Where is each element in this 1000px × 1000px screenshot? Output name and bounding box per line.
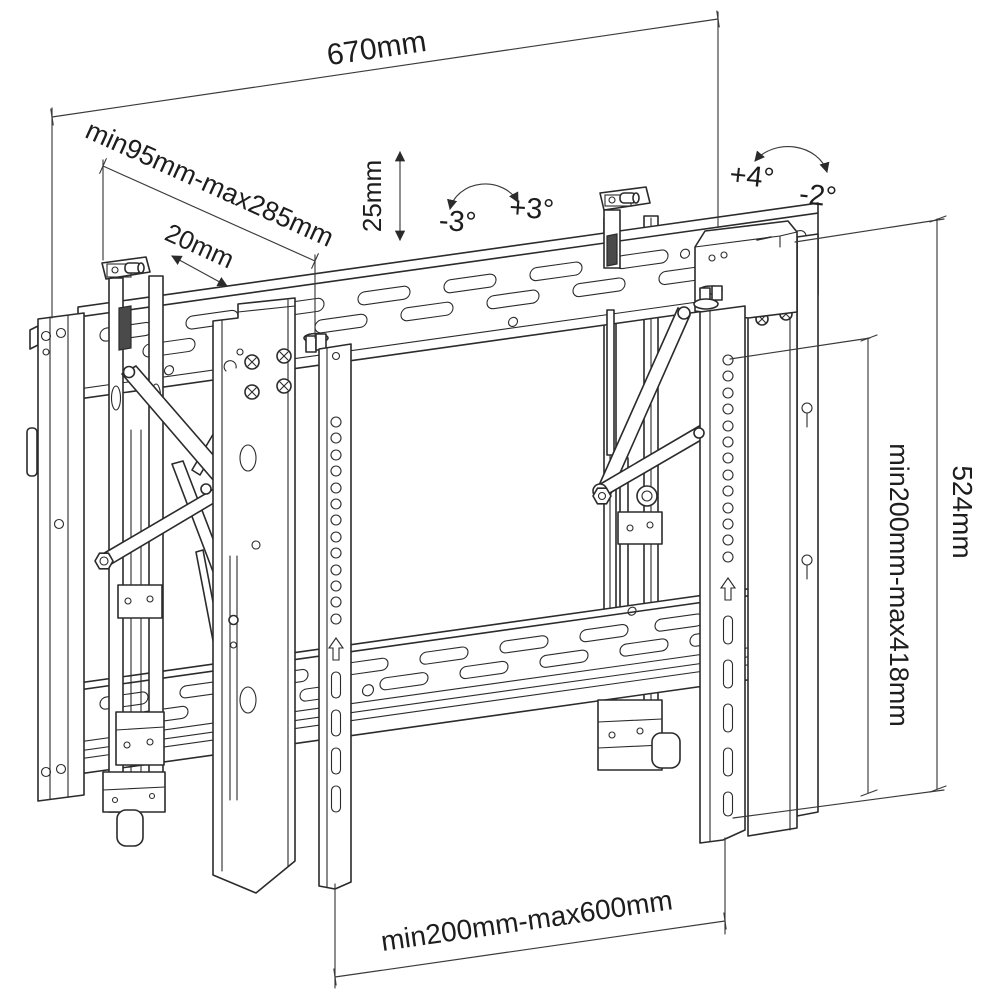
right-vesa-holes (722, 354, 734, 563)
left-hook-bracket (101, 256, 151, 280)
top-nut (303, 332, 329, 353)
right-rear-plate (747, 233, 819, 837)
up-arrow-mark (327, 637, 345, 661)
dim-label-tilt-minus: -3° (438, 205, 478, 240)
left-vesa-rail (318, 343, 352, 890)
dim-wall-plate-depth: 20mm (161, 217, 239, 287)
dim-label-25mm: 25mm (357, 160, 387, 232)
dim-label-670mm: 670mm (325, 25, 429, 72)
dim-vesa-height: min200mm-max418mm (729, 334, 914, 797)
dim-label-swing-plus: +4° (728, 159, 776, 195)
dim-label-tilt-plus: +3° (508, 192, 555, 227)
center-hook-clamp (599, 186, 651, 269)
right-top-bracket-box (693, 220, 798, 319)
dim-overall-height: 524mm (732, 215, 978, 819)
left-vesa-holes (330, 416, 342, 625)
dim-tilt-range: -3° +3° (438, 183, 555, 240)
center-bottom-clamp (597, 699, 681, 771)
right-vesa-rail (693, 305, 746, 844)
left-slider-blocks (102, 584, 166, 847)
dim-height-adjustment: 25mm (357, 150, 406, 242)
dim-label-min200-max418: min200mm-max418mm (884, 443, 914, 727)
dim-vesa-width: min200mm-max600mm (333, 837, 727, 989)
dim-label-20mm: 20mm (161, 217, 239, 274)
dim-swing-range: +4° -2° (728, 146, 839, 214)
dim-label-524mm: 524mm (947, 465, 978, 558)
dim-label-min200-max600: min200mm-max600mm (379, 884, 674, 957)
bracket-screws (244, 348, 292, 400)
dim-label-min95-max285: min95mm-max285mm (81, 115, 338, 253)
up-arrow-mark (719, 577, 737, 601)
dim-label-swing-minus: -2° (798, 178, 839, 214)
left-tv-bracket (212, 297, 329, 894)
right-scissor-arms (592, 306, 709, 545)
wall-plate (26, 312, 85, 802)
